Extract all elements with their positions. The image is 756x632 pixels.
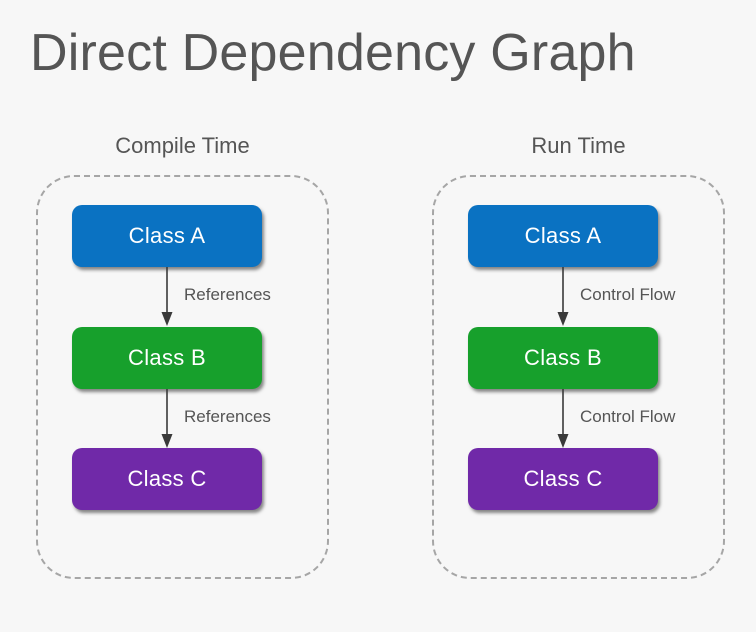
panel-title-run-time: Run Time (531, 133, 626, 158)
node-label: Class C (127, 466, 207, 491)
arrow-run-time-b-to-c (557, 389, 569, 448)
arrow-compile-time-a-to-b (161, 267, 173, 326)
node-compile-time-class-c[interactable]: Class C (72, 448, 262, 510)
node-label: Class A (524, 223, 602, 248)
node-label: Class C (523, 466, 603, 491)
node-label: Class B (524, 345, 602, 370)
page-title: Direct Dependency Graph (30, 24, 636, 82)
arrow-compile-time-b-to-c (161, 389, 173, 448)
edge-label-run-time-a-to-b: Control Flow (580, 285, 676, 304)
node-run-time-class-b[interactable]: Class B (468, 327, 658, 389)
node-label: Class A (128, 223, 206, 248)
node-compile-time-class-a[interactable]: Class A (72, 205, 262, 267)
edge-label-compile-time-a-to-b: References (184, 285, 271, 304)
panel-compile-time (36, 175, 329, 579)
panel-title-compile-time: Compile Time (115, 133, 250, 158)
edge-label-run-time-b-to-c: Control Flow (580, 407, 676, 426)
node-run-time-class-a[interactable]: Class A (468, 205, 658, 267)
node-compile-time-class-b[interactable]: Class B (72, 327, 262, 389)
node-run-time-class-c[interactable]: Class C (468, 448, 658, 510)
edge-label-compile-time-b-to-c: References (184, 407, 271, 426)
panel-run-time (432, 175, 725, 579)
arrow-run-time-a-to-b (557, 267, 569, 326)
node-label: Class B (128, 345, 206, 370)
